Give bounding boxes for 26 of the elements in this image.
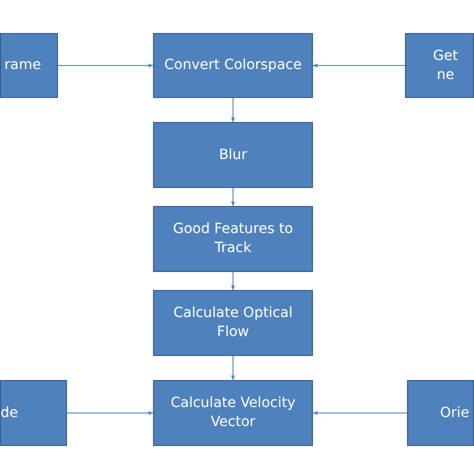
process-box [153,380,313,446]
process-box [153,33,313,98]
arrow [231,98,235,122]
process-box [153,206,313,272]
arrow [58,64,154,68]
process-box [0,380,67,446]
arrow [231,272,235,290]
box-label: rame [3,56,42,75]
box-label: Orie [439,404,470,422]
arrow [231,188,235,206]
box-label: Calculate Optical Flow [172,304,294,342]
process-box [153,122,313,188]
box-label: de [0,404,19,422]
box-label: Convert Colorspace [163,56,303,75]
process-box [405,33,474,98]
box-label: Calculate Velocity Vector [170,394,296,432]
process-box [153,290,313,356]
box-label: Blur [218,146,248,164]
box-label: Good Features to Track [172,220,294,258]
process-box [407,380,474,446]
process-box [0,33,58,98]
arrow [312,64,406,68]
arrow [231,356,235,380]
box-label: Get ne [432,46,459,84]
arrow [66,411,154,415]
arrow [312,411,408,415]
